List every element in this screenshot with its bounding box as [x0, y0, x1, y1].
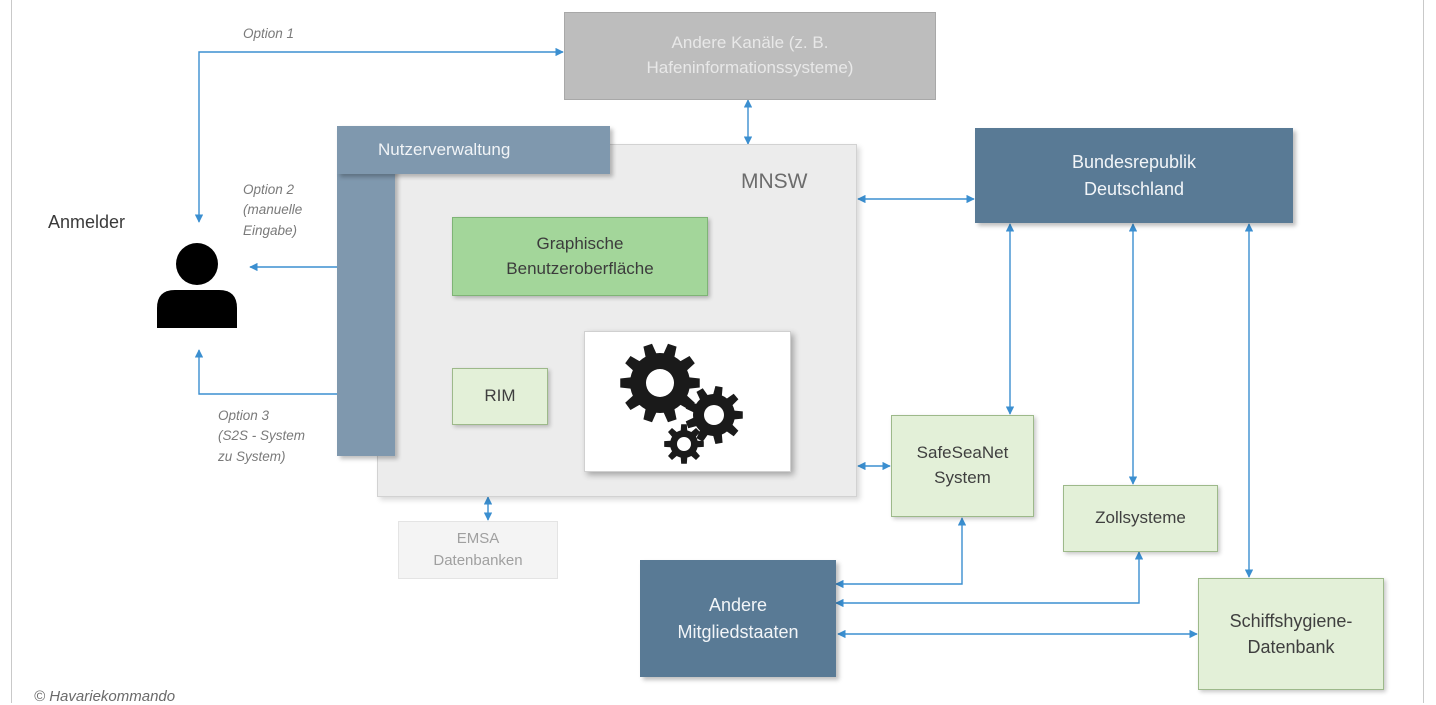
zollsysteme-label: Zollsysteme [1095, 508, 1186, 528]
gui-box: Graphische Benutzeroberfläche [452, 217, 708, 296]
mnsw-label: MNSW [741, 170, 808, 193]
diagram-frame [11, 0, 1424, 703]
option3-label: Option 3 (S2S - System zu System) [218, 408, 306, 464]
person-icon [157, 243, 237, 328]
safeseanet-box: SafeSeaNet System [891, 415, 1034, 517]
gui-label: Graphische Benutzeroberfläche [506, 233, 654, 278]
engine-box [584, 331, 791, 472]
nutzerverwaltung-horizontal [337, 126, 610, 174]
connector-option1 [194, 47, 564, 223]
andere-kanaele-label: Andere Kanäle (z. B. Hafeninformationssy… [646, 33, 854, 77]
andere-mitgliedstaaten-box: Andere Mitgliedstaaten [640, 560, 836, 677]
zollsysteme-box: Zollsysteme [1063, 485, 1218, 552]
andere-mitgliedstaaten-label: Andere Mitgliedstaaten [677, 595, 799, 642]
bundesrepublik-box: Bundesrepublik Deutschland [975, 128, 1293, 223]
bundesrepublik-label: Bundesrepublik Deutschland [1071, 152, 1197, 199]
schiffshygiene-label: Schiffshygiene- Datenbank [1229, 610, 1353, 657]
rim-label: RIM [484, 386, 516, 406]
option1-label: Option 1 [243, 26, 295, 41]
gear-medium-icon [685, 385, 743, 444]
connector-ssn-mitglied [835, 517, 967, 589]
copyright-label: © Havariekommando [34, 688, 176, 705]
gears-icon [619, 343, 743, 464]
gear-large-icon [619, 343, 700, 422]
nutzerverwaltung-vertical [337, 126, 395, 456]
gear-small-icon [663, 423, 704, 464]
schiffshygiene-box: Schiffshygiene- Datenbank [1198, 578, 1384, 690]
rim-box: RIM [452, 368, 548, 425]
actor-label: Anmelder [48, 212, 126, 232]
safeseanet-label: SafeSeaNet System [916, 443, 1009, 487]
emsa-label: EMSA Datenbanken [433, 530, 523, 569]
connector-zoll-mitglied [835, 551, 1144, 608]
andere-kanaele-box: Andere Kanäle (z. B. Hafeninformationssy… [564, 12, 936, 100]
emsa-box: EMSA Datenbanken [398, 521, 558, 579]
nutzerverwaltung-label: Nutzerverwaltung [378, 140, 511, 159]
option2-label: Option 2 (manuelle Eingabe) [243, 182, 303, 238]
